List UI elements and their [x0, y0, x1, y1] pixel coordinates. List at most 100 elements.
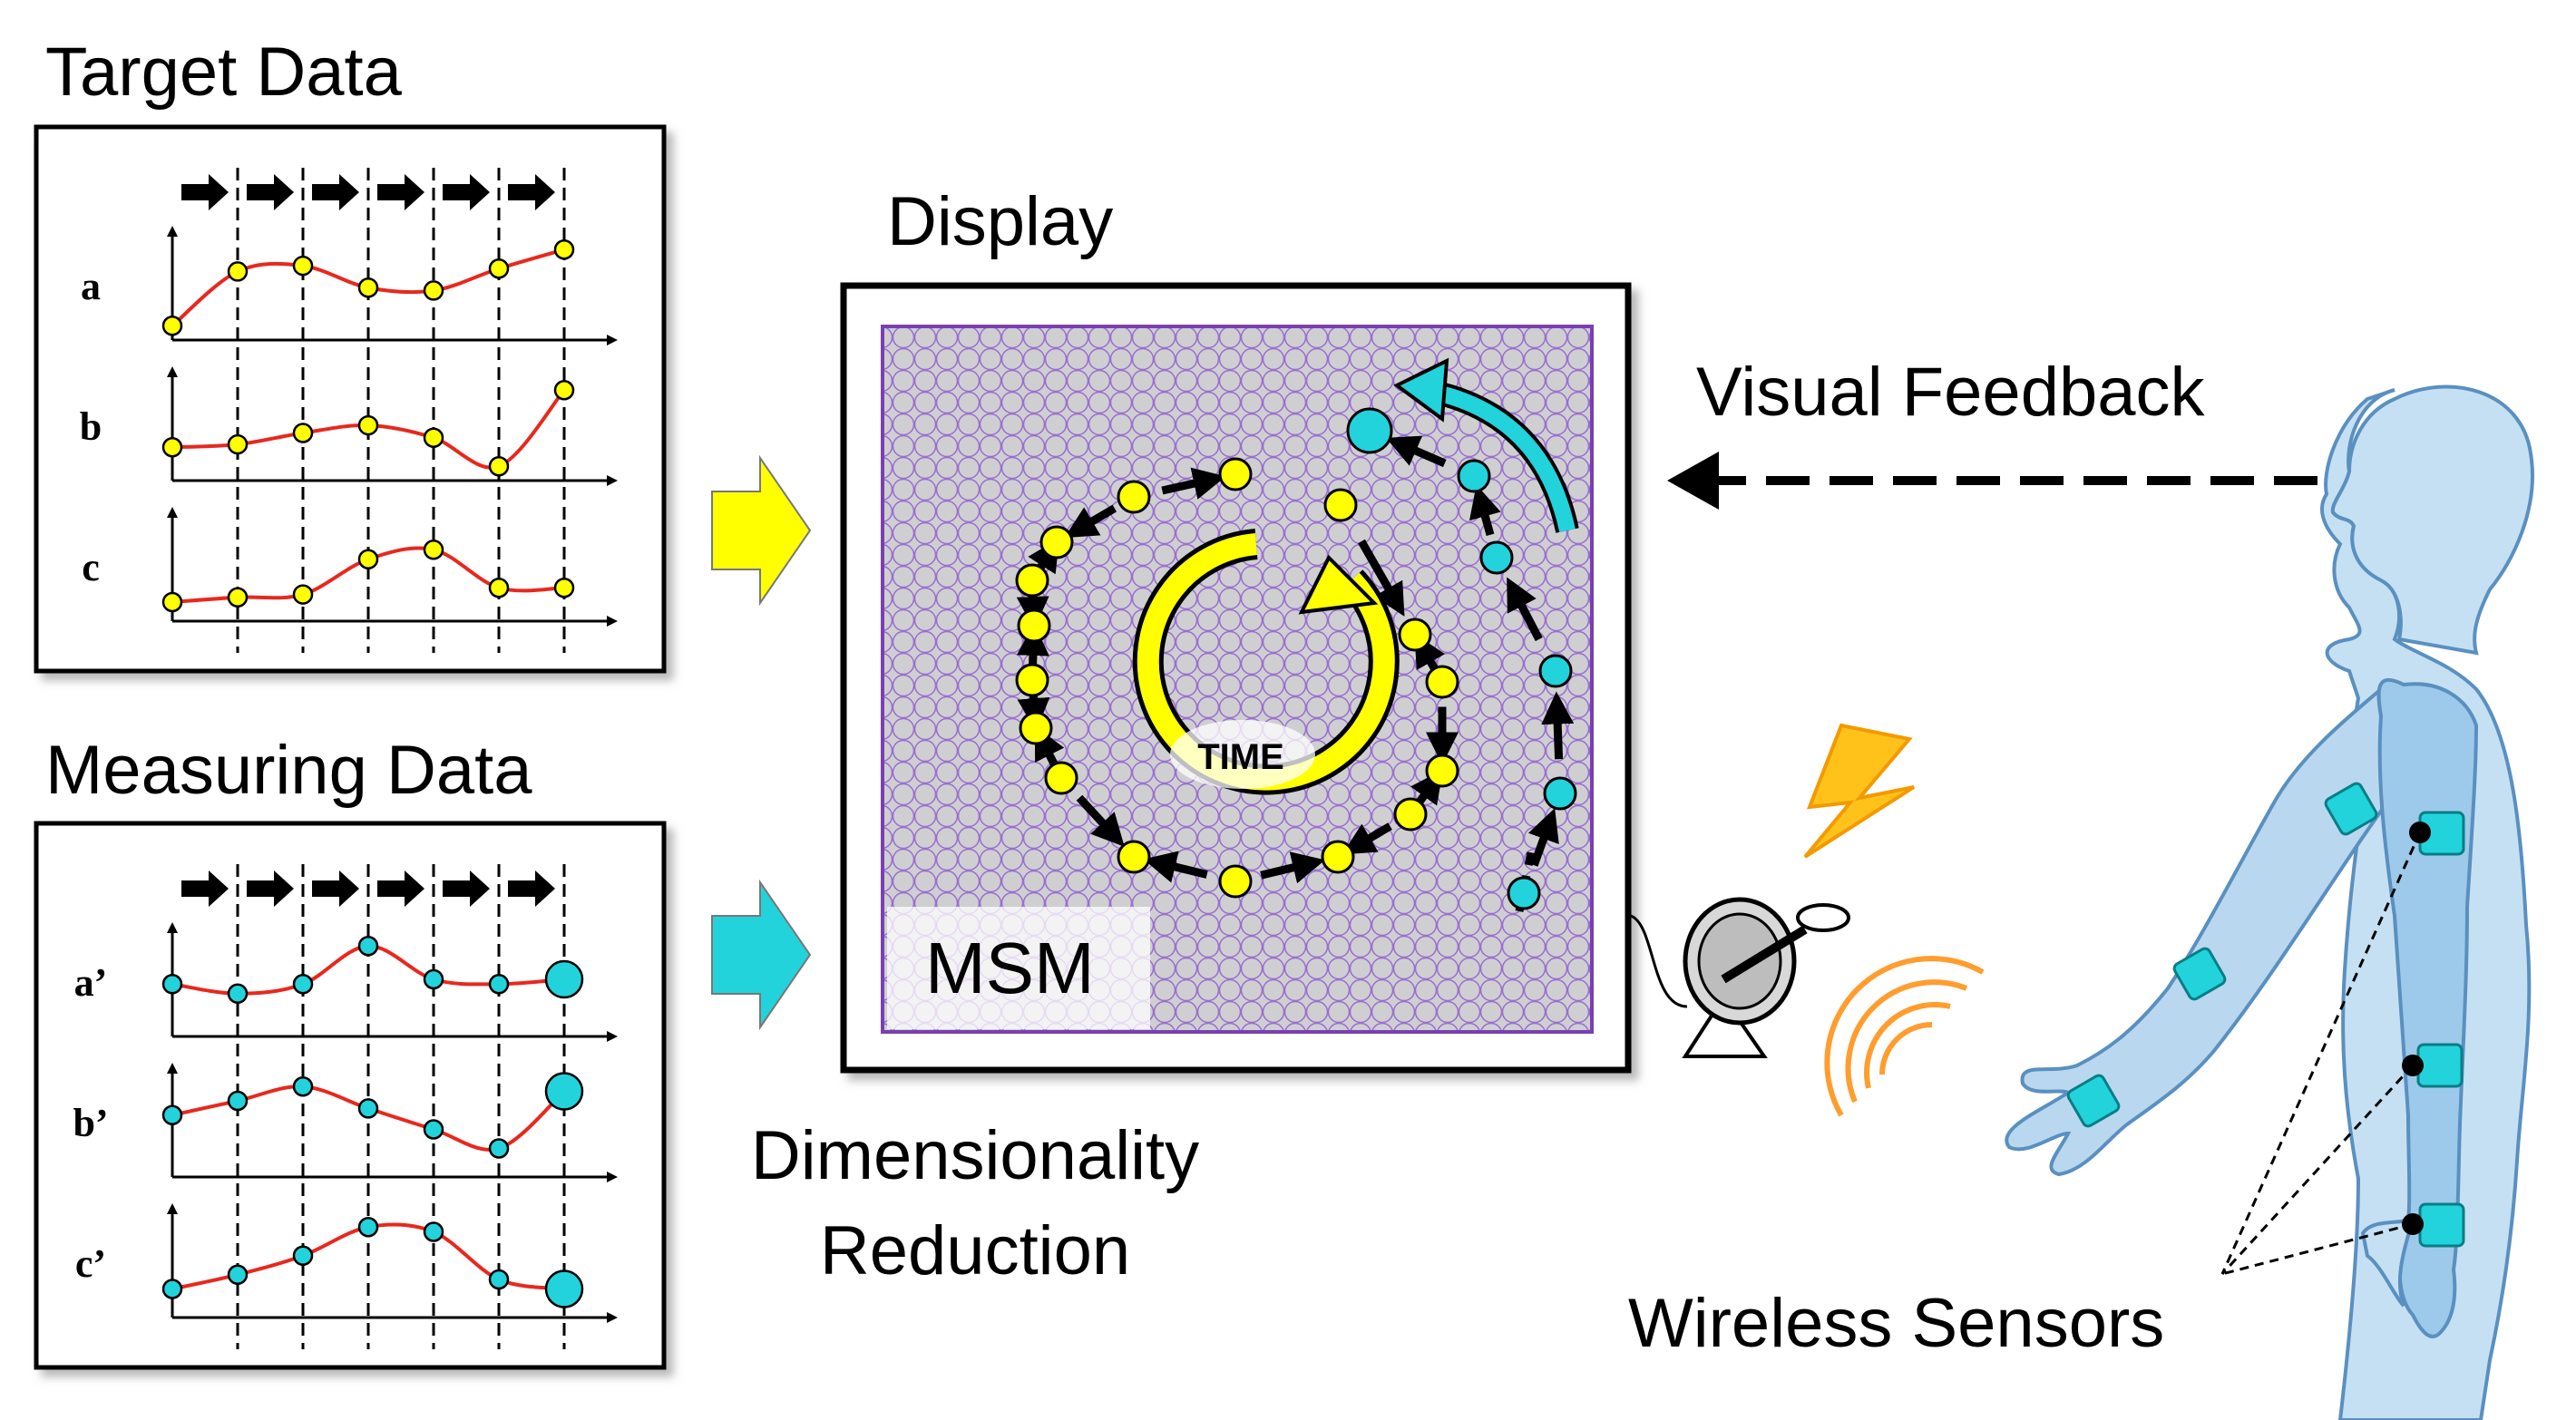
- step-arrow-icon: [508, 870, 555, 907]
- measuring-data-title: Measuring Data: [45, 732, 532, 809]
- human-figure: [2005, 384, 2534, 1420]
- data-point: [553, 380, 575, 401]
- trajectory-arrow: [1143, 851, 1208, 883]
- time-cycle-icon: TIME: [1132, 529, 1400, 795]
- trajectory-arrow: [1414, 633, 1445, 673]
- data-point: [161, 1279, 183, 1299]
- data-point: [423, 280, 444, 301]
- target-node: [1425, 665, 1459, 699]
- measure-node: [1457, 459, 1491, 493]
- data-point: [357, 1217, 379, 1238]
- data-point: [488, 258, 510, 279]
- trajectory-arrow: [1507, 577, 1543, 642]
- target-node: [1218, 457, 1253, 491]
- target-node: [1015, 563, 1049, 598]
- trajectory-arrow: [1034, 725, 1065, 766]
- step-arrow-icon: [312, 870, 359, 907]
- sensor-leader-lines: [2220, 832, 2422, 1276]
- step-arrow-icon: [181, 870, 229, 907]
- time-label: TIME: [1197, 737, 1284, 777]
- series-label: a: [81, 264, 101, 308]
- cyan-arrow-icon: [711, 879, 812, 1031]
- data-point: [357, 549, 379, 569]
- trajectory-arrow: [1076, 794, 1125, 847]
- data-point: [161, 1104, 183, 1125]
- data-point: [292, 584, 314, 605]
- extended-arm: [2005, 686, 2406, 1177]
- data-point: [292, 1245, 314, 1266]
- data-point: [423, 427, 444, 448]
- sensor-pad: [2324, 782, 2378, 836]
- data-point: [553, 239, 575, 260]
- target-node: [1393, 797, 1428, 832]
- step-arrow-icon: [181, 174, 229, 210]
- visual-feedback-label: Visual Feedback: [1696, 354, 2206, 431]
- trajectory-arrow: [1260, 851, 1325, 884]
- data-point: [488, 1138, 510, 1159]
- data-point: [292, 974, 314, 995]
- dimensionality-label: Dimensionality: [751, 1117, 1199, 1194]
- visual-feedback-arrow: [1667, 452, 2317, 510]
- data-point: [357, 277, 379, 298]
- step-arrow-icon: [443, 870, 490, 907]
- measure-node: [1346, 407, 1393, 454]
- receiver-device-icon: [1630, 897, 1850, 1058]
- target-node: [1398, 618, 1432, 652]
- series-label: c’: [75, 1241, 106, 1286]
- trajectory-arrow: [1016, 623, 1049, 666]
- target-node: [1015, 663, 1049, 697]
- target-data-title: Target Data: [45, 34, 403, 111]
- sensor-pad: [2172, 947, 2227, 1001]
- target-node: [1321, 840, 1355, 874]
- lightning-icon: [1803, 723, 1916, 859]
- series-label: b’: [73, 1101, 108, 1145]
- trajectory-arrow: [1385, 435, 1447, 468]
- wireless-signal-icon: [1824, 956, 1985, 1117]
- data-point: [553, 578, 575, 598]
- hanging-hand: [2360, 1217, 2415, 1308]
- step-arrow-icon: [377, 870, 424, 907]
- data-point: [488, 974, 510, 995]
- trajectory-arrow: [1342, 822, 1392, 855]
- trajectory-arrow: [1161, 467, 1226, 500]
- step-arrow-icon: [443, 174, 490, 210]
- data-point: [488, 1269, 510, 1290]
- data-point: [357, 1098, 379, 1119]
- step-arrow-icon: [377, 174, 424, 210]
- target-node: [1323, 488, 1358, 522]
- data-point: [544, 959, 584, 999]
- data-point: [292, 255, 314, 277]
- data-point: [161, 316, 183, 336]
- step-arrow-icon: [247, 870, 294, 907]
- measure-node: [1479, 540, 1514, 575]
- target-node: [1117, 840, 1151, 874]
- msm-trajectories: [1015, 407, 1577, 912]
- data-point: [227, 1264, 249, 1285]
- yellow-arrow-icon: [711, 454, 812, 607]
- head: [2330, 384, 2534, 656]
- trajectory-arrow: [1527, 808, 1559, 867]
- target-node: [1019, 711, 1053, 745]
- data-point: [423, 1221, 444, 1242]
- target-data-panel: abc: [34, 124, 667, 674]
- trajectory-arrow: [1541, 691, 1575, 760]
- data-point: [423, 540, 444, 560]
- measure-node: [1543, 776, 1577, 811]
- target-node: [1039, 525, 1074, 559]
- sensor-pad: [2418, 1202, 2465, 1248]
- step-arrow-icon: [247, 174, 294, 210]
- trajectory-arrow: [1358, 539, 1405, 617]
- msm-label: MSM: [925, 928, 1095, 1008]
- data-point: [488, 578, 510, 598]
- cyan-curved-arrow-icon: [1393, 357, 1579, 533]
- data-point: [423, 1119, 444, 1140]
- series-label: c: [82, 545, 100, 589]
- data-point: [227, 983, 249, 1004]
- data-point: [161, 591, 183, 613]
- reduction-label: Reduction: [820, 1212, 1130, 1289]
- measure-node: [1538, 654, 1573, 688]
- trajectory-arrow: [1064, 504, 1117, 539]
- msm-label-bg: [887, 907, 1150, 1029]
- trajectory-arrow: [1469, 484, 1501, 537]
- trajectory-arrow: [1410, 769, 1443, 806]
